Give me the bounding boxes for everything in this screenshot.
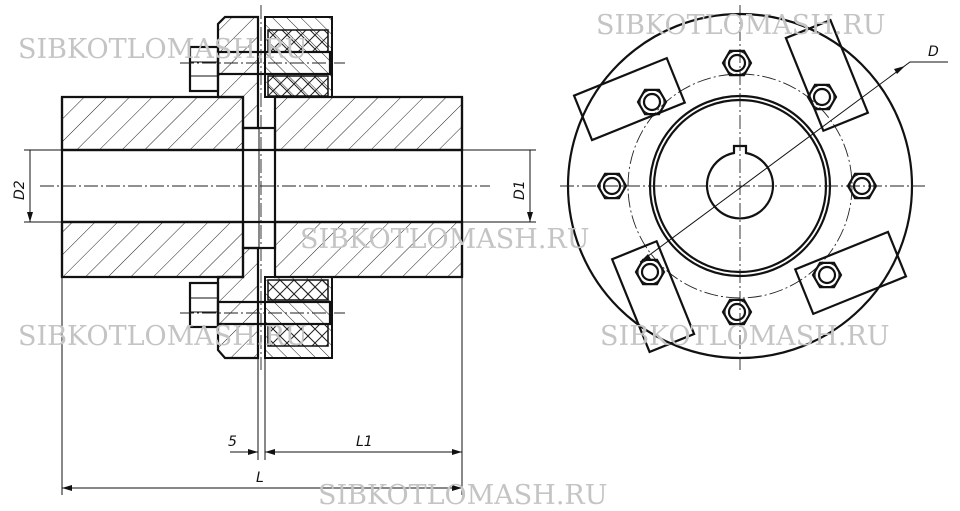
dim-D2: D2: [12, 180, 28, 200]
dim-gap: 5: [228, 434, 237, 450]
watermark: SIBKOTLOMASH.RU: [600, 321, 890, 352]
side-section-view: [40, 5, 490, 370]
nut-icon: [806, 83, 838, 111]
end-view: D: [560, 5, 948, 370]
watermarks: SIBKOTLOMASH.RU SIBKOTLOMASH.RU SIBKOTLO…: [18, 10, 890, 511]
watermark: SIBKOTLOMASH.RU: [18, 34, 308, 65]
dim-L: L: [256, 470, 264, 486]
watermark: SIBKOTLOMASH.RU: [318, 480, 608, 511]
dim-D1: D1: [512, 180, 528, 200]
watermark: SIBKOTLOMASH.RU: [596, 10, 886, 41]
dim-L1: L1: [356, 434, 373, 450]
nut-icon: [636, 88, 668, 116]
dimensions: L L1 5 D2 D1: [12, 149, 536, 495]
nut-icon: [721, 298, 753, 326]
watermark: SIBKOTLOMASH.RU: [300, 224, 590, 255]
nut-icon: [634, 258, 666, 286]
nut-icon: [596, 172, 628, 200]
nut-icon: [721, 49, 753, 77]
watermark: SIBKOTLOMASH.RU: [18, 321, 308, 352]
nut-icon: [811, 261, 843, 289]
nut-icon: [846, 172, 878, 200]
dim-D: D: [928, 44, 939, 60]
